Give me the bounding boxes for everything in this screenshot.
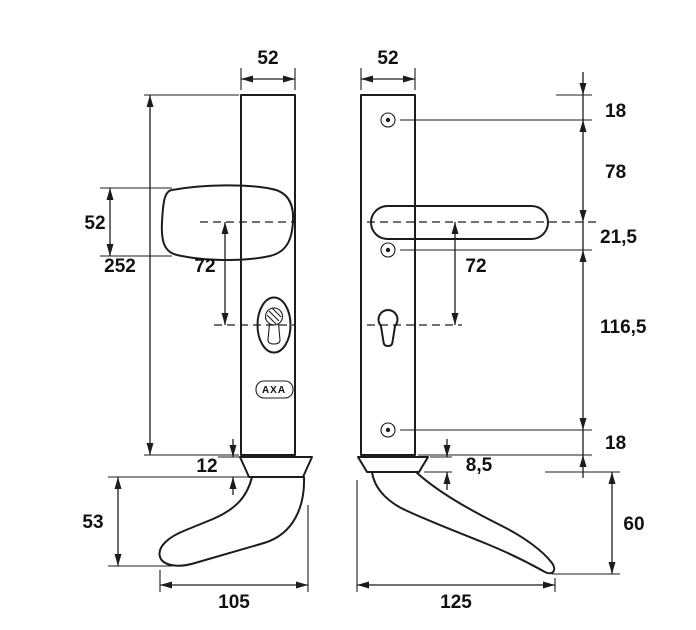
dim-label-knob-collar: 12	[196, 456, 217, 477]
dim-label-lever-length: 125	[440, 592, 472, 613]
keyhole	[377, 309, 399, 347]
dim-label-lever-depth: 60	[623, 514, 644, 535]
dim-label-screw-spacing: 116,5	[600, 317, 647, 338]
dim-label-handle-to-screw: 21,5	[600, 227, 637, 248]
cylinder-hatch	[266, 307, 282, 325]
dim-label-screw-to-bottom: 18	[605, 433, 626, 454]
lever-collar-side	[357, 456, 429, 473]
side-views	[158, 456, 556, 575]
dim-label-handle-to-keyhole: 72	[465, 256, 486, 277]
knob-grip-side	[158, 476, 306, 567]
knob-collar-side	[239, 456, 313, 478]
dim-label-top-to-screw: 18	[605, 101, 626, 122]
arrowheads	[106, 75, 616, 589]
dim-label-lever-collar: 8,5	[466, 455, 493, 476]
dim-label-knob-depth: 53	[82, 512, 103, 533]
lever-grip-side	[371, 471, 556, 575]
inner-plate	[360, 94, 416, 456]
screw-hole-middle-icon	[380, 242, 396, 258]
screw-hole-top-center	[385, 117, 391, 123]
screw-hole-bottom-center	[385, 427, 391, 433]
front-views: AXA	[160, 94, 549, 456]
brand-badge	[255, 380, 294, 399]
screw-holes	[380, 112, 396, 438]
screw-hole-top-icon	[380, 112, 396, 128]
screw-hole-middle-center	[385, 247, 391, 253]
knob-front	[160, 184, 295, 261]
dim-label-knob-height: 52	[84, 213, 105, 234]
cylinder-tail	[267, 323, 281, 345]
dim-label-knob-length: 105	[218, 592, 250, 613]
dim-label-outer-plate-width: 52	[257, 48, 278, 69]
dimension-labels: 52 52 52 252 72 18 78 21,5 72 116,5 18 1…	[82, 48, 647, 613]
dim-label-knob-to-cylinder: 72	[194, 256, 215, 277]
brand-label: AXA	[262, 385, 286, 396]
centerlines	[200, 221, 598, 326]
extension-lines	[100, 68, 620, 592]
screw-hole-bottom-icon	[380, 422, 396, 438]
outer-plate	[240, 94, 296, 456]
dim-label-inner-plate-width: 52	[377, 48, 398, 69]
dim-label-screw-to-handle: 78	[605, 162, 626, 183]
dim-label-plate-height: 252	[104, 256, 136, 277]
